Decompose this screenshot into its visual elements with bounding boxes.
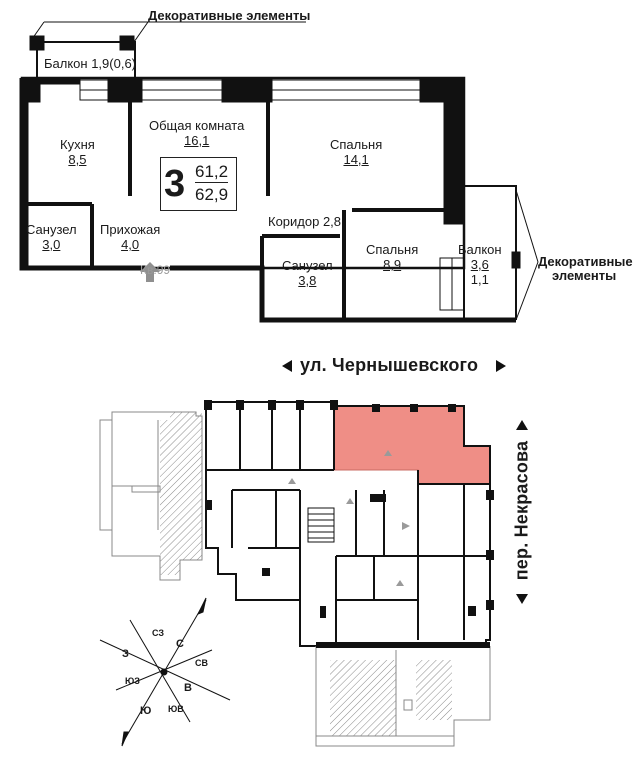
total-area-value: 62,9 — [195, 185, 229, 204]
compass-northwest: СЗ — [152, 628, 165, 638]
apartment-plan — [19, 21, 539, 323]
compass-southwest: ЮЗ — [125, 676, 140, 686]
corridor-label: Коридор 2,8 — [268, 214, 342, 229]
balcony-right-label: Балкон 3,6 1,1 — [458, 242, 502, 287]
living-room-area: 16,1 — [184, 133, 210, 148]
compass-west: З — [122, 648, 129, 660]
entrance-arrow — [140, 262, 160, 282]
kitchen-label: Кухня 8,5 — [60, 137, 95, 167]
kitchen-area: 8,5 — [68, 152, 87, 167]
compass-east: В — [184, 682, 192, 694]
decorative-elements-right-label-2: элементы — [552, 268, 617, 283]
compass-north: С — [176, 638, 184, 650]
apartment-summary-box: 3 61,2 62,9 — [160, 157, 237, 211]
compass-rose — [99, 597, 231, 747]
living-area-value: 61,2 — [195, 162, 229, 183]
bathroom-2-label: Санузел 3,8 — [282, 258, 333, 288]
compass-south: Ю — [140, 705, 152, 717]
balcony-top-label: Балкон 1,9(0,6) — [44, 56, 137, 71]
bedroom-2-area: 8,9 — [383, 257, 402, 272]
bedroom-1-area: 14,1 — [343, 152, 369, 167]
street-name-right: пер. Некрасова — [511, 440, 532, 581]
compass-southeast: ЮВ — [168, 704, 184, 714]
bedroom-2-label: Спальня 8,9 — [366, 242, 418, 272]
living-room-name: Общая комната — [149, 118, 245, 133]
street-arrow-right — [496, 360, 506, 372]
living-room-label: Общая комната 16,1 — [149, 118, 244, 148]
compass-northeast: СВ — [195, 658, 208, 668]
balcony-right-area-a: 3,6 — [470, 257, 489, 272]
hallway-label: Прихожая 4,0 — [100, 222, 160, 252]
street-arrow-left — [282, 360, 292, 372]
hallway-area: 4,0 — [121, 237, 140, 252]
bathroom-2-area: 3,8 — [298, 273, 317, 288]
bathroom-2-name: Санузел — [282, 258, 333, 273]
bathroom-1-label: Санузел 3,0 — [26, 222, 77, 252]
apartment-number: Кв.99 — [140, 263, 171, 277]
decorative-elements-top-label: Декоративные элементы — [148, 8, 311, 23]
side-street-arrow-up — [516, 420, 528, 430]
rooms-count: 3 — [164, 163, 186, 205]
kitchen-name: Кухня — [60, 137, 95, 152]
bedroom-1-label: Спальня 14,1 — [330, 137, 382, 167]
bedroom-1-name: Спальня — [330, 137, 383, 152]
hallway-name: Прихожая — [100, 222, 161, 237]
building-floor-plan — [99, 400, 494, 747]
decorative-elements-right-label-1: Декоративные — [538, 254, 633, 269]
bedroom-2-name: Спальня — [366, 242, 419, 257]
bathroom-1-area: 3,0 — [42, 237, 61, 252]
side-street-arrow-down — [516, 594, 528, 604]
street-name-top: ул. Чернышевского — [300, 355, 479, 375]
bathroom-1-name: Санузел — [26, 222, 77, 237]
balcony-right-area-b: 1,1 — [470, 272, 489, 287]
balcony-right-name: Балкон — [458, 242, 502, 257]
